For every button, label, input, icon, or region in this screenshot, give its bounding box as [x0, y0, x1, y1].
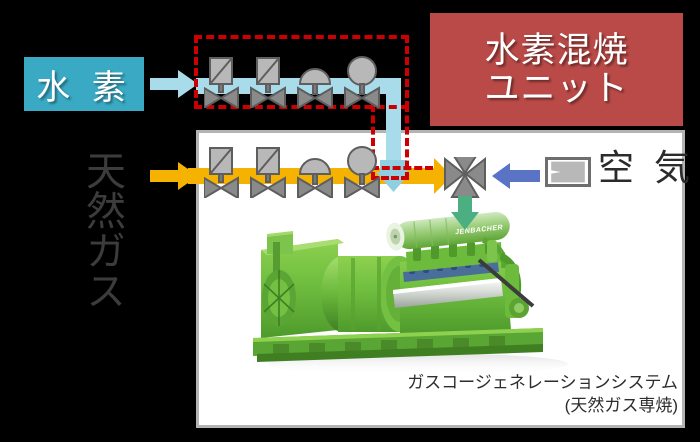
- hydrogen-cofiring-unit-title: 水素混焼 ユニット: [430, 13, 683, 126]
- gate-valve-icon: [204, 57, 239, 108]
- gate-valve-icon: [204, 147, 239, 198]
- equipment-subtitle: (天然ガス専焼): [564, 395, 678, 415]
- hydrogen-label: 水 素: [24, 57, 144, 111]
- mixing-valve-icon: [444, 157, 486, 198]
- hydrogen-valve-train: [204, 56, 380, 108]
- gate-valve-icon: [250, 147, 286, 198]
- natural-gas-outlet-arrow-icon: [424, 158, 452, 194]
- natural-gas-label: 天然ガス: [80, 150, 124, 310]
- dome-regulator-valve-icon: [297, 158, 333, 198]
- equipment-caption: ガスコージェネレーションシステム (天然ガス専焼): [330, 372, 678, 418]
- equipment-name: ガスコージェネレーションシステム: [407, 373, 678, 392]
- title-line-1: 水素混焼: [484, 30, 629, 70]
- blower-icon: [545, 157, 591, 187]
- dome-regulator-valve-icon: [297, 68, 333, 108]
- round-actuator-valve-icon: [344, 56, 380, 108]
- natural-gas-feed-arrow-icon: [150, 162, 198, 190]
- hydrogen-feed-arrow-icon: [150, 70, 198, 98]
- svg-text:JENBACHER: JENBACHER: [455, 224, 504, 236]
- gas-engine-illustration: JENBACHER: [253, 212, 568, 375]
- mixed-fuel-outlet-arrow-icon: [451, 196, 479, 230]
- hydrogen-unit-callout-lower: [371, 166, 433, 170]
- air-label: 空 気: [598, 147, 696, 188]
- round-actuator-valve-icon: [344, 146, 380, 198]
- title-line-2: ユニット: [484, 68, 629, 108]
- hydrogen-unit-callout-downcomer: [371, 104, 409, 180]
- gate-valve-icon: [250, 57, 286, 108]
- air-feed-arrow-icon: [492, 163, 540, 189]
- hydrogen-pipe-downcomer: [386, 78, 401, 170]
- natural-gas-valve-train: [204, 146, 380, 198]
